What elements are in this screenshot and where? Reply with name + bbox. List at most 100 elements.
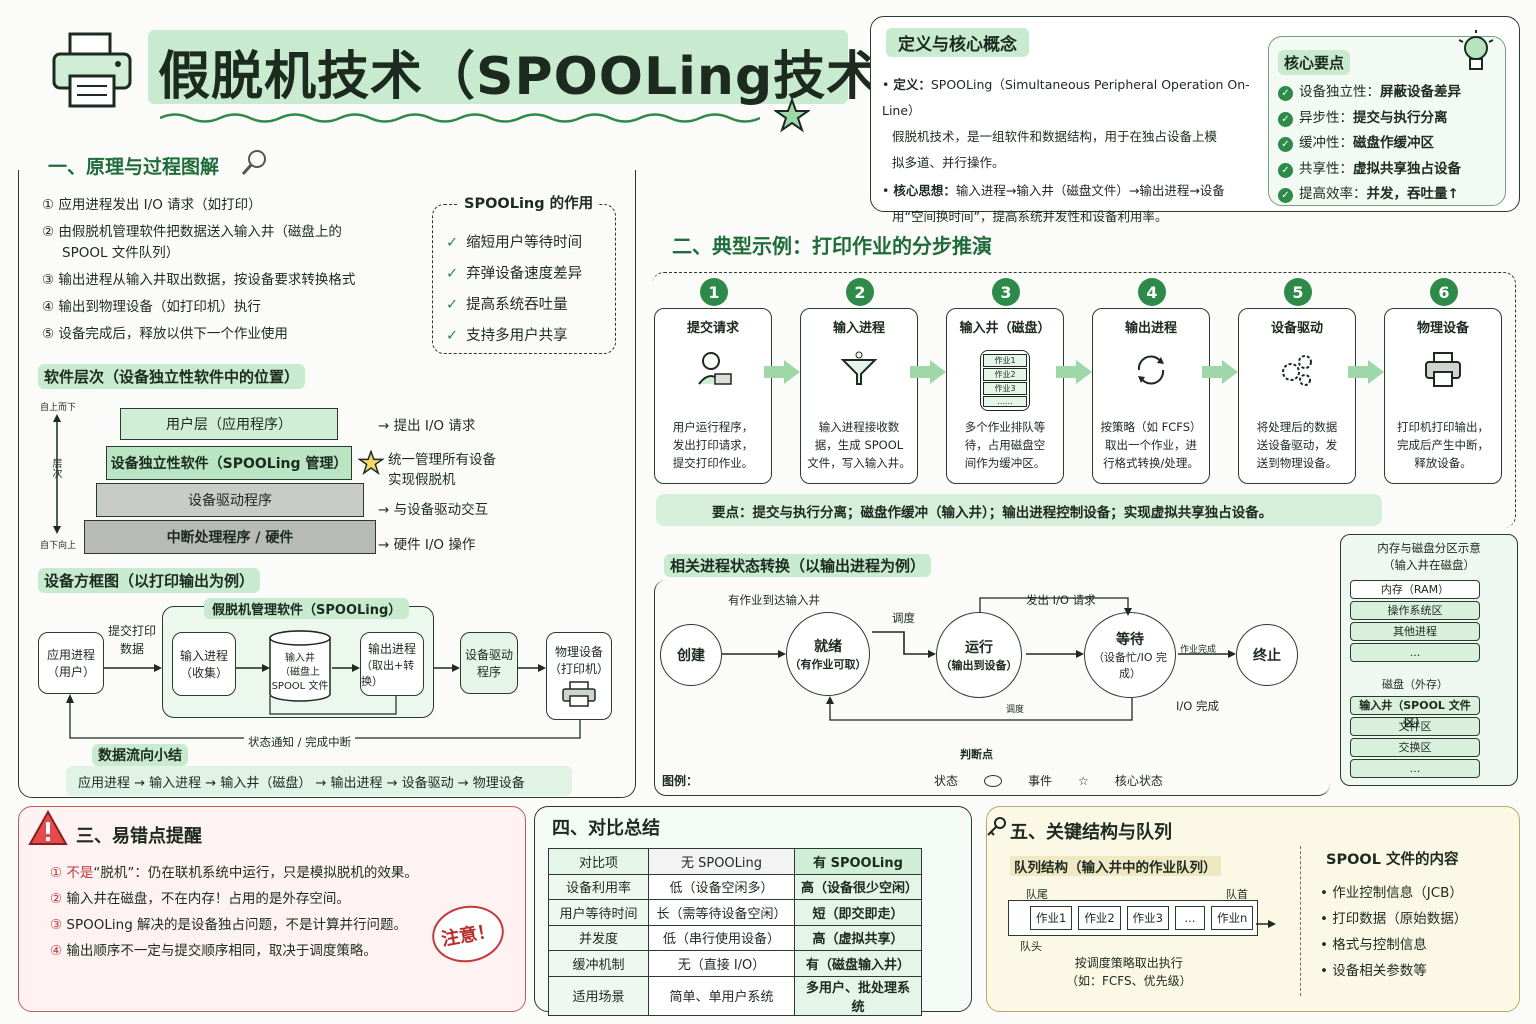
queue-job: 作业3 <box>1126 906 1169 930</box>
step-card: 设备驱动将处理后的数据送设备驱动，发送到物理设备。 <box>1238 308 1356 484</box>
flow-submit-label: 提交打印数据 <box>107 624 156 656</box>
flow-arrow-5 <box>518 658 546 677</box>
layer-interrupt: 中断处理程序 / 硬件 <box>84 520 376 554</box>
step-arrow-icon <box>762 358 802 390</box>
legend-row: 图例： 状态 事件 ☆ 核心状态 <box>662 773 1163 789</box>
queue-job: ... <box>1174 906 1205 930</box>
table-row: 设备利用率低（设备空闲多）高（设备很少空闲） <box>548 873 922 900</box>
disk-region: ... <box>1350 759 1480 778</box>
state-label-decision: 调度 <box>1006 705 1025 715</box>
list-item: • 作业控制信息（JCB） <box>1320 885 1463 901</box>
step-arrow-icon <box>908 358 948 390</box>
list-item: ③ SPOOLing 解决的是设备独占问题，不是计算并行问题。 <box>50 912 470 938</box>
list-item: • 格式与控制信息 <box>1320 937 1427 953</box>
step-number: 5 <box>1284 278 1312 306</box>
queue-note: 按调度策略取出执行（如：FCFS、优先级） <box>1066 956 1192 988</box>
flow-arrow-4 <box>434 658 460 677</box>
state-diagram-frame <box>654 580 1330 796</box>
flow-device: 物理设备（打印机） <box>546 632 612 720</box>
step-title: 提交请求 <box>686 321 739 336</box>
list-item: • 设备相关参数等 <box>1320 963 1427 979</box>
section1-title: 一、原理与过程图解 <box>42 152 226 179</box>
list-item: 异步性：提交与执行分离 <box>1278 106 1461 132</box>
table-cell: 用户等待时间 <box>548 899 649 926</box>
printer-logo-icon <box>50 30 134 110</box>
printer-icon <box>1385 350 1501 410</box>
state-ready: 就绪（有作业可取） <box>786 612 870 696</box>
roles-title: SPOOLing 的作用 <box>458 192 600 213</box>
section2-frame <box>652 272 1516 528</box>
pitfall-list: ① 不是“脱机”：仍在联机系统中运行，只是模拟脱机的效果。② 输入井在磁盘，不在… <box>50 860 470 964</box>
table-cell: 低（串行使用设备） <box>648 924 795 951</box>
summary-bar <box>66 766 572 796</box>
step-number: 1 <box>700 278 728 306</box>
section5-divider <box>1300 846 1301 996</box>
step-description: 将处理后的数据送设备驱动，发送到物理设备。 <box>1256 420 1338 470</box>
key-icon <box>986 816 1008 842</box>
page-title-highlight <box>148 30 848 104</box>
table-cell: 并发度 <box>548 924 649 951</box>
disk-region: 文件区 <box>1350 717 1480 736</box>
table-row: 缓冲机制无（直接 I/O）有（磁盘输入井） <box>548 950 922 977</box>
list-item: ② 输入井在磁盘，不在内存！占用的是外存空间。 <box>50 886 470 912</box>
memory-title: 内存与磁盘分区示意（输入井在磁盘） <box>1377 541 1481 572</box>
table-cell: 长（需等待设备空闲） <box>648 899 795 926</box>
step-number: 3 <box>992 278 1020 306</box>
memory-header: 内存（RAM） <box>1350 580 1480 599</box>
legend-mid: 判断点 <box>960 748 993 761</box>
flow-input-process: 输入进程（收集） <box>172 632 236 696</box>
pitfall-number: ① <box>50 865 67 881</box>
state-end: 终止 <box>1236 624 1298 686</box>
key-note-bar <box>656 494 1382 526</box>
star-icon: ☆ <box>1078 773 1089 788</box>
list-item: 弃弹设备速度差异 <box>446 259 582 290</box>
layer-driver: 设备驱动程序 <box>96 483 364 517</box>
disk-job: ...... <box>983 396 1027 407</box>
pitfall-emphasis: 不是 <box>66 865 94 881</box>
disk-job: 作业2 <box>983 368 1027 381</box>
state-run: 运行（输出到设备） <box>936 612 1022 698</box>
page-title: 假脱机技术（SPOOLing技术） <box>158 47 933 107</box>
table-cell: 多用户、批处理系统 <box>794 975 922 1016</box>
user-computer-icon <box>655 350 771 410</box>
axis-label: 层次 <box>50 458 61 478</box>
legend-circle-icon <box>984 774 1003 787</box>
definition-title: 定义与核心概念 <box>886 28 1029 57</box>
pitfall-number: ④ <box>50 943 67 959</box>
step-arrow-icon <box>1346 358 1386 390</box>
spool-title: SPOOL 文件的内容 <box>1326 852 1459 868</box>
memory-region: 操作系统区 <box>1350 601 1480 620</box>
step-card: 物理设备打印机打印输出，完成后产生中断，释放设备。 <box>1384 308 1502 484</box>
warning-icon <box>28 809 68 850</box>
process-steps: ① 应用进程发出 I/O 请求（如打印） ② 由假脱机管理软件把数据送入输入井（… <box>42 197 356 342</box>
step-arrow-icon <box>1054 358 1094 390</box>
state-label-io-request: 发出 I/O 请求 <box>1026 593 1096 607</box>
gear-icon <box>1239 350 1355 410</box>
state-wait: 等待（设备忙/IO 完成） <box>1084 612 1176 698</box>
section3-title: 三、易错点提醒 <box>76 826 202 847</box>
list-item: ④ 输出顺序不一定与提交顺序相同，取决于调度策略。 <box>50 938 470 964</box>
definition-text: • 定义：SPOOLing（Simultaneous Peripheral Op… <box>882 77 1250 224</box>
state-create: 创建 <box>660 624 722 686</box>
disk-job: 作业3 <box>983 382 1027 395</box>
flow-arrow-2 <box>236 658 270 677</box>
step-description: 多个作业排队等待，占用磁盘空间作为缓冲区。 <box>964 420 1046 470</box>
step-description: 打印机打印输出，完成后产生中断，释放设备。 <box>1397 420 1489 470</box>
summary-title: 数据流向小结 <box>92 744 188 766</box>
layers-title: 软件层次（设备独立性软件中的位置） <box>38 364 306 389</box>
list-item: 缓冲性：磁盘作缓冲区 <box>1278 131 1461 157</box>
layer-user: 用户层（应用程序） <box>120 408 338 440</box>
disk-stack: 磁盘（外存）输入井（SPOOL 文件区）文件区交换区... <box>1350 676 1480 780</box>
flow-arrow-1 <box>104 658 162 677</box>
key-note: 要点：提交与执行分离；磁盘作缓冲（输入井）；输出进程控制设备；实现虚拟共享独占设… <box>712 505 1273 521</box>
table-cell: 缓冲机制 <box>548 950 649 977</box>
flow-title: 设备方框图（以打印输出为例） <box>38 568 261 593</box>
flow-feedback-label: 状态通知 / 完成中断 <box>244 734 356 750</box>
queue-arrow <box>1256 914 1276 933</box>
table-row: 适用场景简单、单用户系统多用户、批处理系统 <box>548 975 922 1016</box>
list-item: 设备独立性：屏蔽设备差异 <box>1278 80 1461 106</box>
